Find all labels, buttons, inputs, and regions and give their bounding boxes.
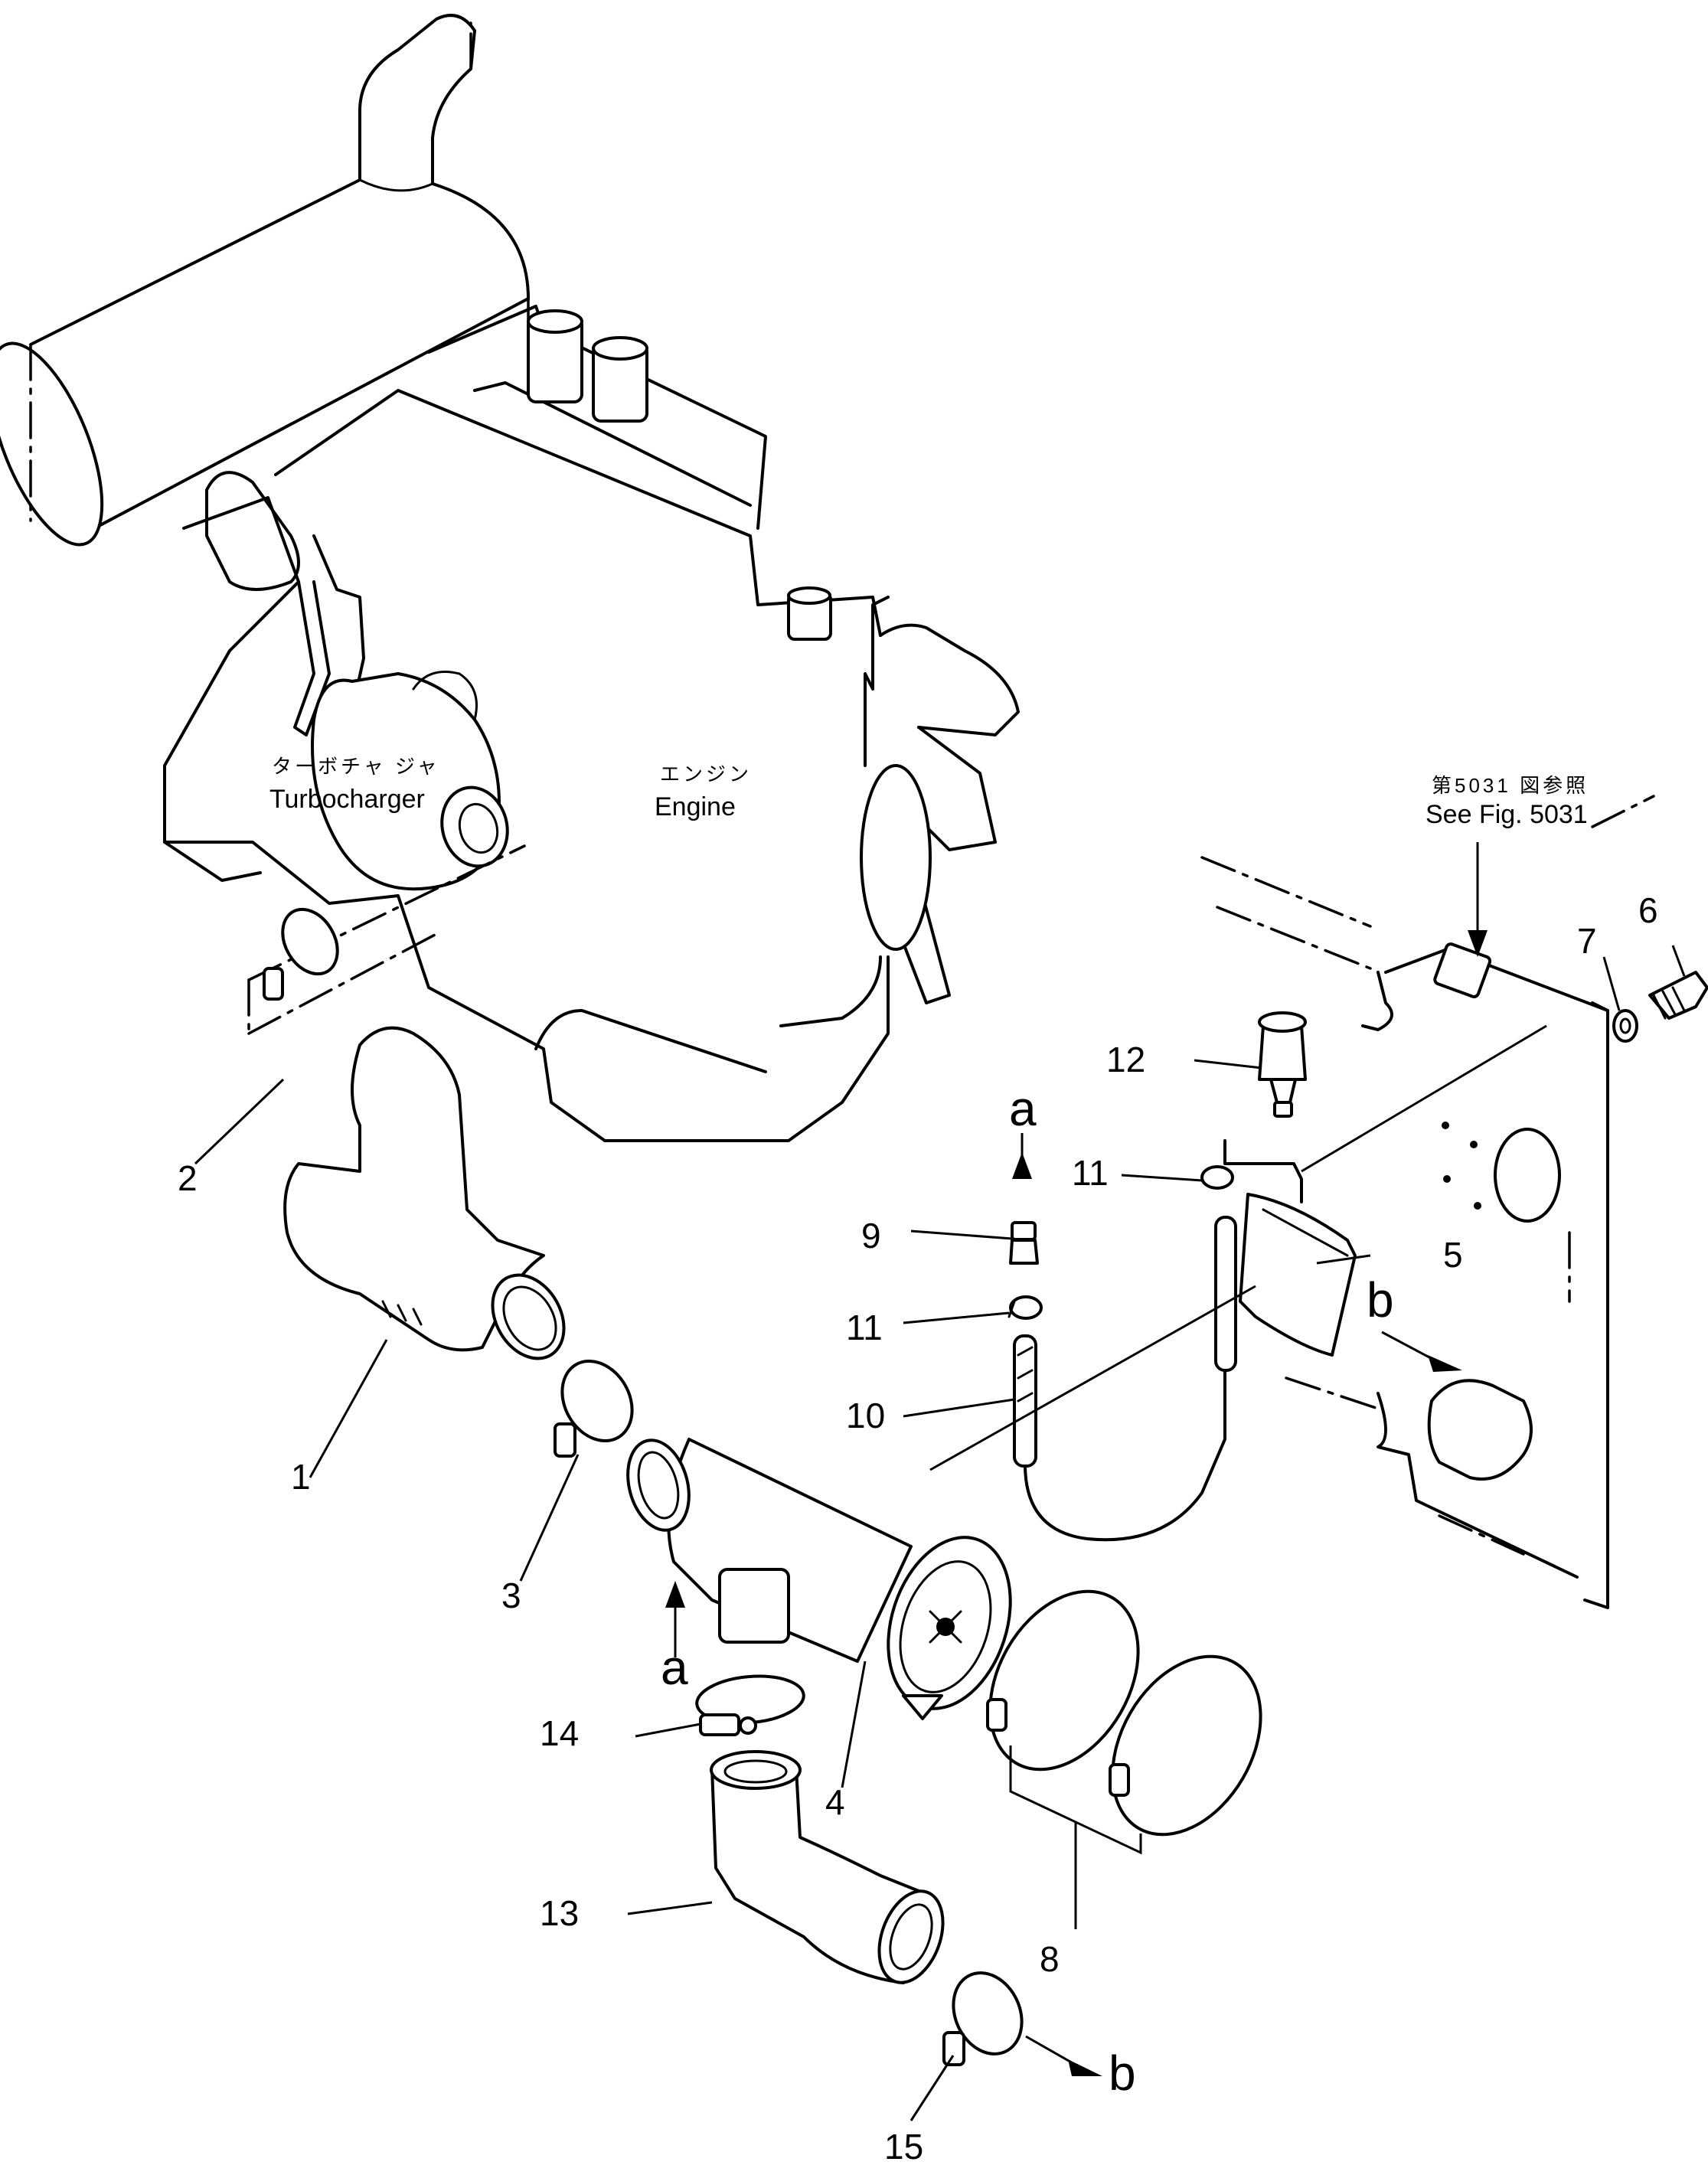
tube-10: [1013, 1334, 1226, 1542]
callout-13: 13: [540, 1893, 579, 1933]
clamp-2: [263, 907, 339, 1001]
washer: [1612, 1009, 1638, 1043]
callout-6: 6: [1638, 890, 1658, 930]
engine-label: Engine: [655, 792, 736, 821]
engine-assembly: [0, 14, 1020, 1142]
air-cleaner: [626, 1438, 1012, 1720]
elbow-hose: [710, 1750, 945, 1984]
callout-3: 3: [501, 1576, 521, 1615]
clip-11-upper: [1200, 1165, 1234, 1190]
clamp-14: [695, 1674, 805, 1736]
turbocharger-label: Turbocharger: [269, 785, 425, 814]
clamp-3: [554, 1359, 634, 1458]
callout-12: 12: [1106, 1040, 1145, 1079]
tube-upper: [1214, 1216, 1237, 1372]
intake-hose: [283, 1026, 566, 1360]
callout-7: 7: [1577, 921, 1597, 961]
band-clamp-8: [986, 1589, 1262, 1837]
callout-10: 10: [846, 1396, 885, 1435]
flow-marker-a-top: a: [1009, 1081, 1037, 1136]
callout-15: 15: [884, 2127, 923, 2165]
turbocharger-label-jp: ターボチャ ジャ: [272, 755, 440, 778]
reference-note: See Fig. 5031: [1426, 800, 1588, 829]
callout-8: 8: [1040, 1939, 1060, 1979]
bracket: [1223, 1139, 1357, 1357]
radiator-panel: [1361, 942, 1609, 1609]
callout-4: 4: [825, 1782, 845, 1822]
connector-9: [1009, 1221, 1039, 1265]
phantom-lines: [29, 21, 1655, 1556]
engine-label-jp: エンジン: [660, 762, 752, 785]
flow-lines: [665, 842, 1547, 2076]
bolt: [1648, 971, 1708, 1020]
clip-11-lower: [1007, 1295, 1043, 1320]
flow-marker-b-upper: b: [1367, 1272, 1394, 1327]
callout-11-upper: 11: [1072, 1153, 1109, 1193]
clamp-15: [942, 1971, 1024, 2066]
callout-1: 1: [291, 1457, 311, 1497]
flow-marker-b-lower: b: [1109, 2046, 1136, 2101]
dust-indicator-12: [1258, 1011, 1307, 1118]
reference-note-jp: 第5031 図参照: [1432, 774, 1589, 797]
callout-2: 2: [178, 1158, 198, 1198]
callout-5: 5: [1443, 1235, 1463, 1275]
callout-11-lower: 11: [846, 1308, 883, 1347]
flow-marker-a-bottom: a: [661, 1640, 688, 1695]
callout-14: 14: [540, 1713, 579, 1753]
callout-9: 9: [861, 1216, 881, 1256]
leader-lines: [194, 945, 1686, 2121]
